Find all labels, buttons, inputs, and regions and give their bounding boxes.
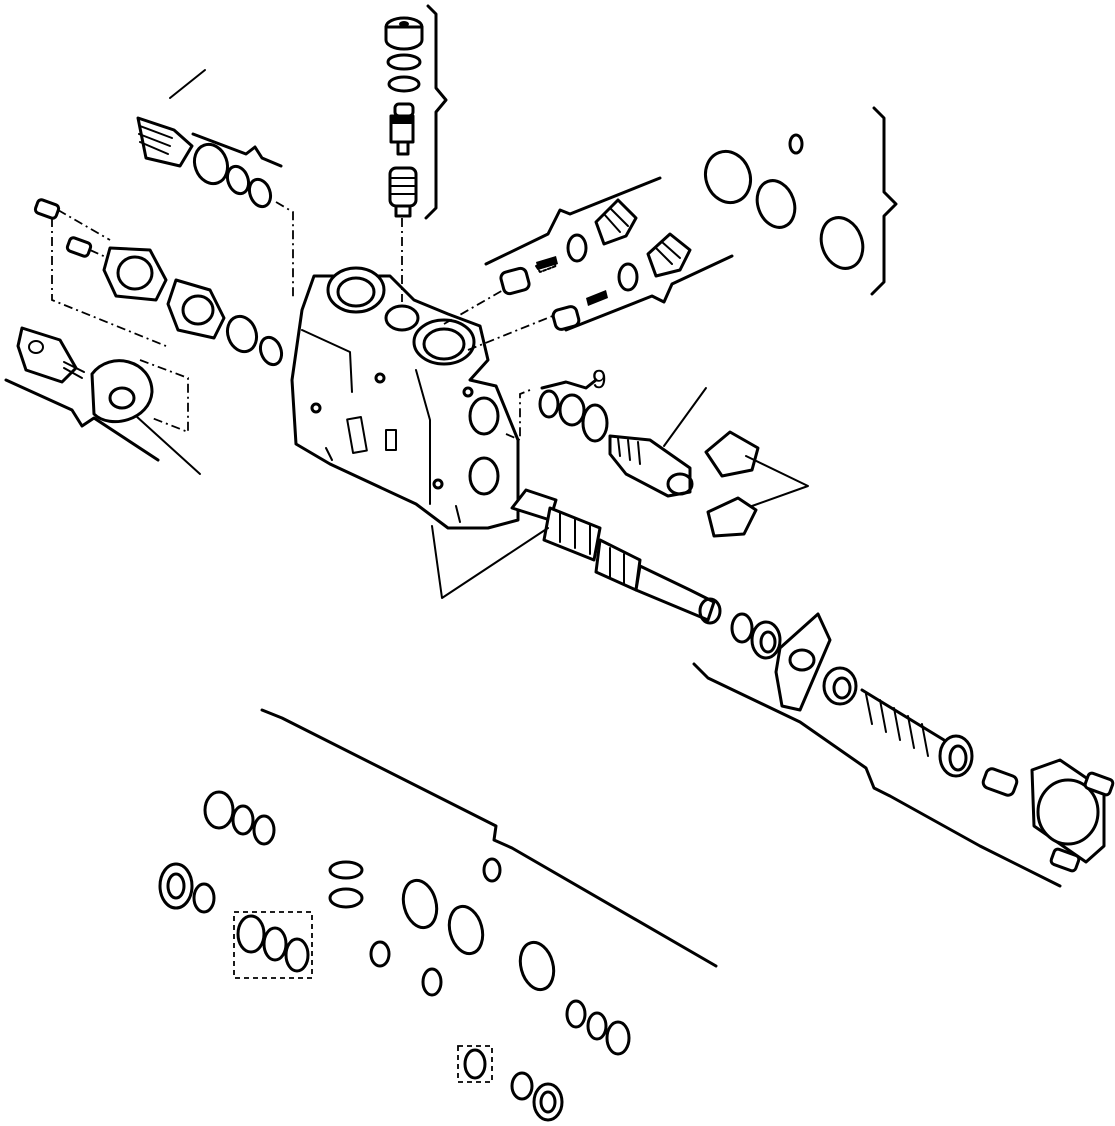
right-spring-assembly bbox=[692, 612, 1115, 888]
spool bbox=[431, 488, 722, 625]
right-upper-poppet-group bbox=[484, 106, 898, 332]
item-9-group: 9 bbox=[538, 364, 809, 538]
left-upper-plug-group bbox=[136, 69, 294, 300]
left-lower-cap-group bbox=[4, 326, 201, 475]
seal-kit bbox=[158, 708, 718, 1122]
valve-body bbox=[290, 218, 556, 530]
left-cover-flange bbox=[33, 198, 284, 367]
callout-9: 9 bbox=[592, 364, 606, 394]
top-plug-stack bbox=[384, 4, 448, 220]
